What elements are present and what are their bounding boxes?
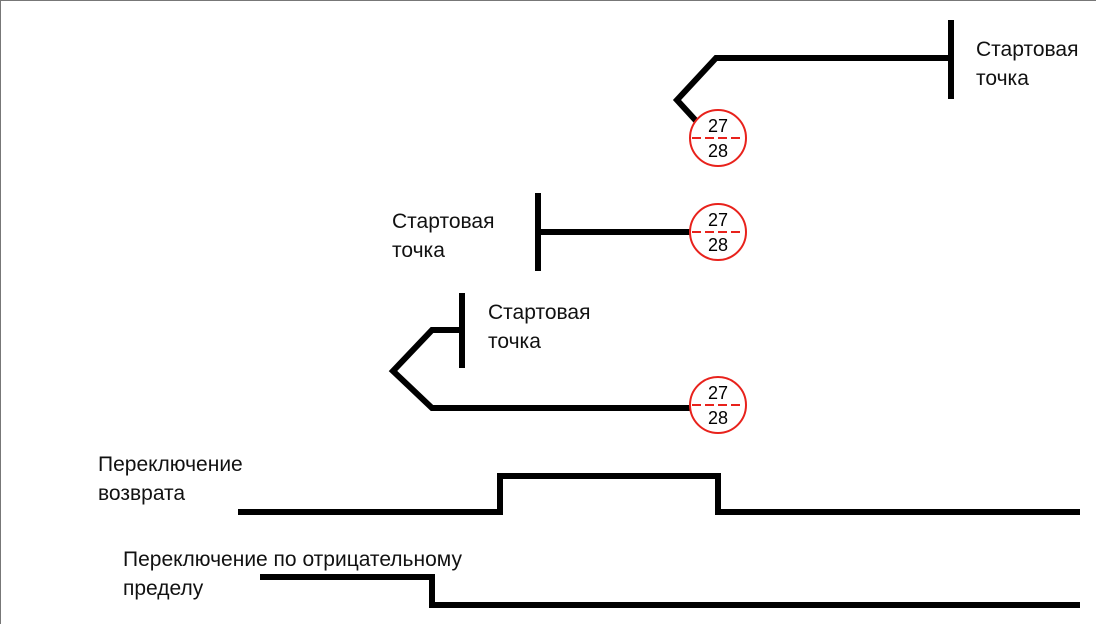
negative-limit-label: Переключение по отрицательному пределу: [123, 545, 462, 603]
homing-path-1: [672, 55, 951, 126]
start-point-label-2: Стартовая точка: [392, 207, 494, 265]
marker-1-bottom: 28: [708, 141, 728, 161]
start-point-label-3: Стартовая точка: [488, 298, 590, 356]
start-point-label-1-line1: Стартовая: [976, 38, 1079, 61]
marker-1: 27 28: [689, 109, 747, 167]
marker-3: 27 28: [689, 376, 747, 434]
return-switch-label-line2: возврата: [98, 482, 186, 505]
return-switch-label-line1: Переключение: [98, 453, 243, 476]
marker-3-bottom: 28: [708, 408, 728, 428]
negative-limit-label-line1: Переключение по отрицательному: [123, 548, 462, 571]
start-point-label-1: Стартовая точка: [976, 35, 1078, 93]
negative-limit-label-line2: пределу: [123, 577, 204, 600]
negative-limit-signal: [260, 574, 1080, 608]
marker-2: 27 28: [689, 203, 747, 261]
start-point-label-2-line2: точка: [392, 239, 445, 262]
start-point-label-3-line2: точка: [488, 330, 541, 353]
start-point-label-2-line1: Стартовая: [392, 210, 495, 233]
start-point-label-3-line1: Стартовая: [488, 301, 591, 324]
start-point-label-1-line2: точка: [976, 67, 1029, 90]
marker-1-top: 27: [708, 116, 728, 136]
return-switch-signal: [238, 473, 1080, 515]
marker-3-top: 27: [708, 383, 728, 403]
homing-path-3: [388, 327, 698, 411]
marker-2-bottom: 28: [708, 235, 728, 255]
marker-2-top: 27: [708, 210, 728, 230]
return-switch-label: Переключение возврата: [98, 450, 243, 508]
